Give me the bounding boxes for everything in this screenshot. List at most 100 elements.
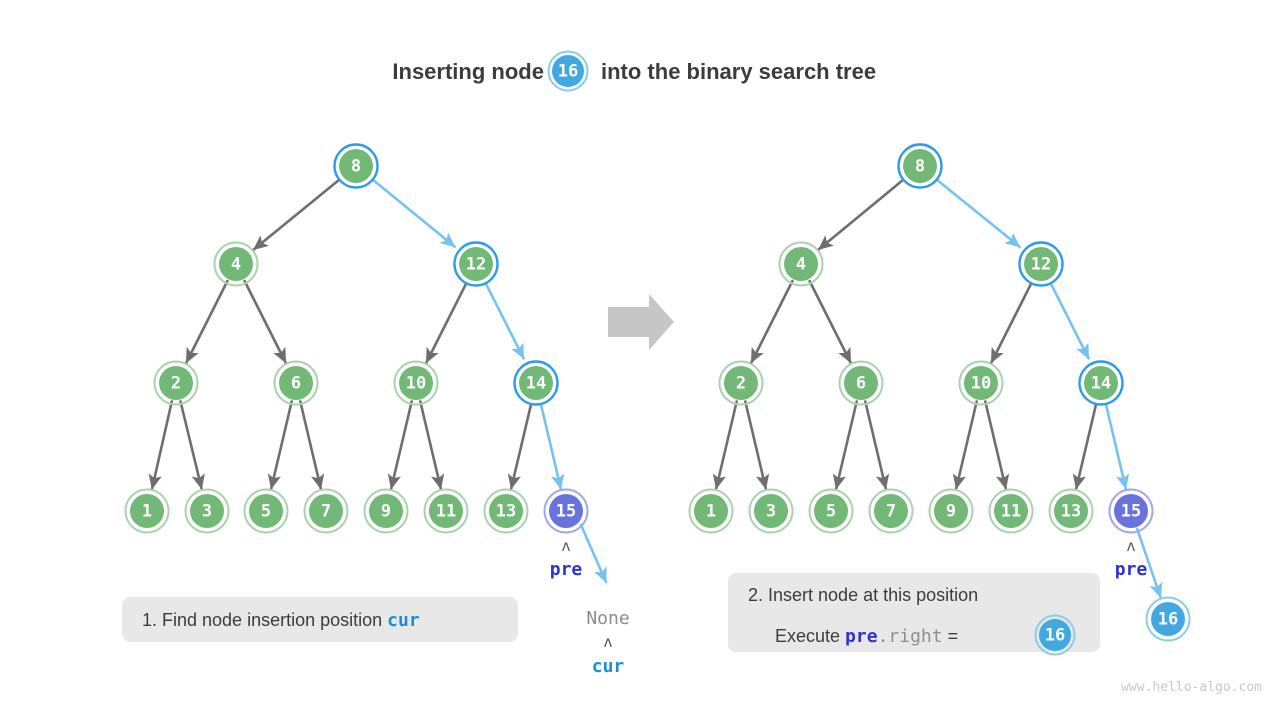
node-ring bbox=[124, 488, 170, 534]
tree-node-left-2[interactable]: 2 bbox=[153, 360, 199, 406]
tree-node-right-16[interactable]: 16 bbox=[1145, 596, 1191, 642]
node-fill bbox=[934, 494, 968, 528]
node-value: 15 bbox=[1121, 502, 1141, 522]
node-ring bbox=[423, 488, 469, 534]
tree-node-right-6[interactable]: 6 bbox=[838, 360, 884, 406]
tree-node-left-13[interactable]: 13 bbox=[483, 488, 529, 534]
tree-node-left-14[interactable]: 14 bbox=[513, 360, 559, 406]
node-value: 7 bbox=[321, 502, 331, 522]
node-ring bbox=[1018, 241, 1064, 287]
tree-node-left-15[interactable]: 15 bbox=[543, 488, 589, 534]
node-ring bbox=[1048, 488, 1094, 534]
title-badge-ring bbox=[547, 50, 589, 92]
caption-badge-ring bbox=[1034, 614, 1076, 656]
node-fill bbox=[369, 494, 403, 528]
tree-node-right-10[interactable]: 10 bbox=[958, 360, 1004, 406]
right-caption-bg bbox=[728, 573, 1100, 652]
tree-node-right-15[interactable]: 15 bbox=[1108, 488, 1154, 534]
left-caption-bg bbox=[122, 597, 518, 642]
node-value: 10 bbox=[971, 374, 991, 394]
node-ring bbox=[273, 360, 319, 406]
tree-node-left-8[interactable]: 8 bbox=[333, 143, 379, 189]
tree-node-left-9[interactable]: 9 bbox=[363, 488, 409, 534]
tree-node-right-9[interactable]: 9 bbox=[928, 488, 974, 534]
node-value: 3 bbox=[766, 502, 776, 522]
tree-node-left-10[interactable]: 10 bbox=[393, 360, 439, 406]
node-value: 8 bbox=[351, 157, 361, 177]
tree-node-right-1[interactable]: 1 bbox=[688, 488, 734, 534]
edge-10-to-11 bbox=[984, 400, 1010, 490]
node-fill bbox=[219, 247, 253, 281]
node-ring bbox=[868, 488, 914, 534]
tree-node-left-3[interactable]: 3 bbox=[184, 488, 230, 534]
node-ring bbox=[453, 241, 499, 287]
right-caption-line2: Execute pre.right = bbox=[775, 626, 958, 647]
tree-node-left-12[interactable]: 12 bbox=[453, 241, 499, 287]
tree-node-left-1[interactable]: 1 bbox=[124, 488, 170, 534]
node-ring bbox=[393, 360, 439, 406]
tree-node-right-13[interactable]: 13 bbox=[1048, 488, 1094, 534]
node-value: 12 bbox=[466, 255, 486, 275]
tree-node-left-7[interactable]: 7 bbox=[303, 488, 349, 534]
left-caption-text: 1. Find node insertion position cur bbox=[142, 610, 420, 631]
node-value: 4 bbox=[796, 255, 806, 275]
node-ring bbox=[988, 488, 1034, 534]
page-title: Inserting node 16 into the binary search… bbox=[392, 50, 876, 92]
node-ring bbox=[303, 488, 349, 534]
right-pre-pointer: ʌ pre bbox=[1115, 537, 1148, 580]
edge-12-to-10 bbox=[990, 282, 1033, 364]
node-value: 2 bbox=[736, 374, 746, 394]
tree-node-right-3[interactable]: 3 bbox=[748, 488, 794, 534]
edge-12-to-14 bbox=[484, 282, 525, 360]
edge-2-to-3 bbox=[744, 400, 770, 490]
left-tree-edges bbox=[148, 178, 565, 490]
tree-node-left-6[interactable]: 6 bbox=[273, 360, 319, 406]
right-arrow-icon bbox=[608, 294, 674, 350]
tree-node-left-11[interactable]: 11 bbox=[423, 488, 469, 534]
caption-badge-label: 16 bbox=[1045, 626, 1065, 646]
tree-node-right-11[interactable]: 11 bbox=[988, 488, 1034, 534]
tree-node-right-5[interactable]: 5 bbox=[808, 488, 854, 534]
left-pre-pointer: ʌ pre bbox=[550, 537, 583, 580]
title-badge-fill bbox=[552, 55, 584, 87]
edge-6-to-7 bbox=[864, 400, 890, 490]
tree-node-right-7[interactable]: 7 bbox=[868, 488, 914, 534]
node-fill bbox=[1114, 494, 1148, 528]
node-ring-inner-gap bbox=[1082, 364, 1120, 402]
node-value: 5 bbox=[261, 502, 271, 522]
node-fill bbox=[784, 247, 818, 281]
tree-node-right-8[interactable]: 8 bbox=[897, 143, 943, 189]
node-value: 2 bbox=[171, 374, 181, 394]
node-value: 1 bbox=[706, 502, 716, 522]
node-fill bbox=[429, 494, 463, 528]
node-value: 12 bbox=[1031, 255, 1051, 275]
node-ring bbox=[958, 360, 1004, 406]
tree-node-left-4[interactable]: 4 bbox=[213, 241, 259, 287]
node-fill bbox=[964, 366, 998, 400]
tree-node-right-2[interactable]: 2 bbox=[718, 360, 764, 406]
tree-node-right-12[interactable]: 12 bbox=[1018, 241, 1064, 287]
node-value: 11 bbox=[1001, 502, 1021, 522]
tree-node-left-5[interactable]: 5 bbox=[243, 488, 289, 534]
node-fill bbox=[754, 494, 788, 528]
edge-14-to-13 bbox=[507, 403, 533, 490]
title-suffix: into the binary search tree bbox=[601, 59, 876, 84]
edge-6-to-7 bbox=[299, 400, 325, 490]
node-ring bbox=[153, 360, 199, 406]
node-value: 14 bbox=[526, 374, 546, 394]
node-ring bbox=[483, 488, 529, 534]
node-value: 8 bbox=[915, 157, 925, 177]
node-value: 10 bbox=[406, 374, 426, 394]
node-value: 14 bbox=[1091, 374, 1111, 394]
tree-node-right-14[interactable]: 14 bbox=[1078, 360, 1124, 406]
node-ring-inner-gap bbox=[1022, 245, 1060, 283]
node-fill bbox=[1054, 494, 1088, 528]
right-tree-edges bbox=[712, 178, 1163, 599]
node-ring bbox=[748, 488, 794, 534]
tree-node-right-4[interactable]: 4 bbox=[778, 241, 824, 287]
edge-2-to-3 bbox=[179, 400, 205, 490]
edge-15-to-none bbox=[579, 523, 608, 584]
node-value: 13 bbox=[496, 502, 516, 522]
